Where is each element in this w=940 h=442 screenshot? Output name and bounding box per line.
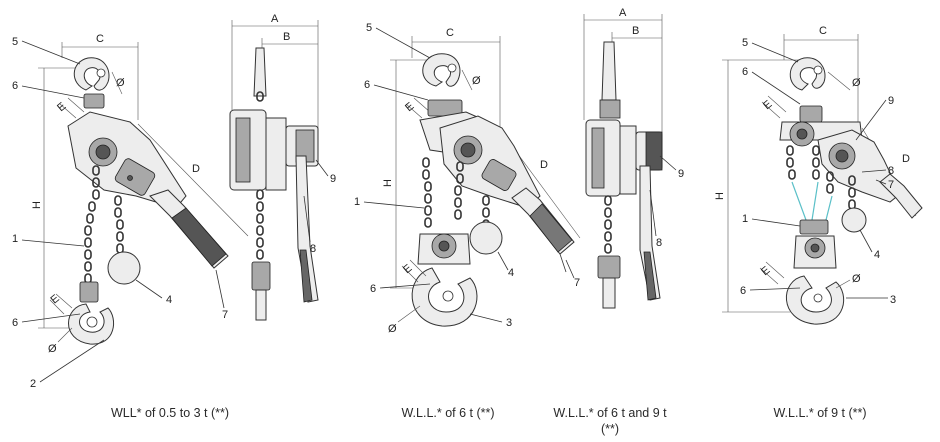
callout-1-3: 1 (354, 196, 360, 208)
dim-c-label-3: C (446, 27, 454, 39)
callout-6-top-3: 6 (364, 79, 370, 91)
dim-b-label-4: B (632, 25, 639, 37)
dim-h-label-5: H (714, 192, 726, 200)
callout-5-3: 5 (366, 22, 372, 34)
callout-9-4: 9 (678, 168, 684, 180)
diagram-4-side-view: A B 9 8 (583, 7, 684, 309)
callout-8: 8 (310, 243, 316, 255)
dim-h-label: H (31, 201, 43, 209)
dim-d-label-5: D (902, 153, 910, 165)
diagram-2-side-view: A B 9 8 (229, 13, 336, 321)
callout-4-3: 4 (508, 267, 514, 279)
callout-8-5: 8 (888, 165, 894, 177)
diameter-top-label-5: Ø (852, 77, 861, 89)
diagram-1-front-view: C H D Ø E (12, 33, 249, 390)
dim-c-label: C (96, 33, 104, 45)
callout-6-bottom-3: 6 (370, 283, 376, 295)
callout-6-bottom-5: 6 (740, 285, 746, 297)
dim-d-label-3: D (540, 159, 548, 171)
diameter-bottom-label-3: Ø (388, 323, 397, 335)
dim-e-bottom-label-3: E (401, 262, 414, 276)
callout-3-3: 3 (506, 317, 512, 329)
caption-diagram-3: W.L.L.* of 6 t (**) (401, 406, 495, 420)
diameter-bottom-label: Ø (48, 343, 57, 355)
dim-e-top-label: E (55, 100, 68, 114)
callout-4: 4 (166, 294, 172, 306)
callout-1-5: 1 (742, 213, 748, 225)
callout-5-5: 5 (742, 37, 748, 49)
diameter-bottom-label-5: Ø (852, 273, 861, 285)
dim-e-bottom-label: E (48, 292, 61, 306)
diameter-top-label-3: Ø (472, 75, 481, 87)
callout-3-5: 3 (890, 294, 896, 306)
diagram-5-front-view: C H D Ø E (714, 25, 923, 325)
dim-h-label-3: H (382, 179, 394, 187)
callout-9-5: 9 (888, 95, 894, 107)
callout-7: 7 (222, 309, 228, 321)
diameter-top-label: Ø (116, 77, 125, 89)
callout-8-4: 8 (656, 237, 662, 249)
callout-6-top-5: 6 (742, 66, 748, 78)
callout-5: 5 (12, 36, 18, 48)
caption-diagram-1: WLL* of 0.5 to 3 t (**) (110, 406, 230, 420)
dim-a-label-4: A (619, 7, 627, 19)
caption-diagram-4: W.L.L.* of 6 t and 9 t (**) (553, 406, 667, 436)
callout-4-5: 4 (874, 249, 880, 261)
dim-e-top-label-5: E (761, 98, 774, 112)
callout-7-5: 7 (888, 179, 894, 191)
dim-a-label: A (271, 13, 279, 25)
callout-9: 9 (330, 173, 336, 185)
dim-b-label: B (283, 31, 290, 43)
callout-7-3: 7 (574, 277, 580, 289)
dim-c-label-5: C (819, 25, 827, 37)
dim-e-bottom-label-5: E (759, 264, 772, 278)
callout-1: 1 (12, 233, 18, 245)
dim-e-top-label-3: E (403, 100, 416, 114)
callout-6-top: 6 (12, 80, 18, 92)
dim-d-label: D (192, 163, 200, 175)
diagram-3-front-view: C H D Ø E (354, 22, 581, 335)
callout-6-bottom: 6 (12, 317, 18, 329)
callout-2: 2 (30, 378, 36, 390)
caption-diagram-5: W.L.L.* of 9 t (**) (773, 406, 867, 420)
